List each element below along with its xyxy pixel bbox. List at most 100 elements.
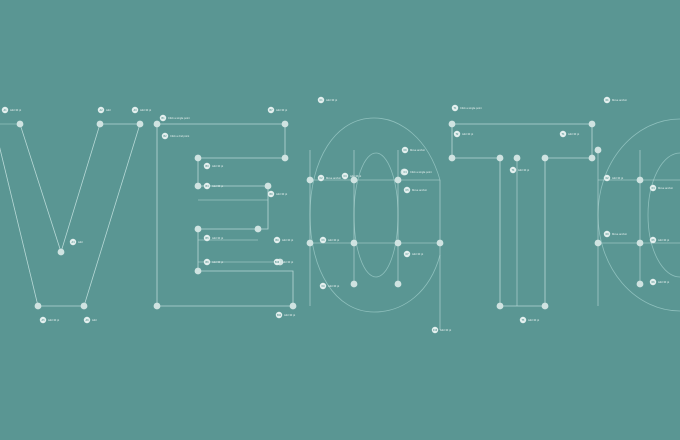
annotation-badge xyxy=(431,326,439,334)
annotation-text: Move anchor xyxy=(326,176,341,180)
anchor-node[interactable] xyxy=(281,120,289,128)
annotation-badge xyxy=(1,106,9,114)
annotation-badge xyxy=(519,316,527,324)
anchor-node[interactable] xyxy=(513,154,521,162)
annotation-text: Add 30 pt xyxy=(212,236,223,240)
anchor-node[interactable] xyxy=(80,302,88,310)
anchor-node[interactable] xyxy=(588,120,596,128)
anchor-node[interactable] xyxy=(153,120,161,128)
anchor-node[interactable] xyxy=(588,154,596,162)
anchor-node[interactable] xyxy=(594,239,602,247)
anchor-node[interactable] xyxy=(96,120,104,128)
anchor-node[interactable] xyxy=(16,120,24,128)
annotation-badge xyxy=(649,236,657,244)
letter-t-outline xyxy=(451,123,593,307)
letter-e-outline xyxy=(156,123,294,307)
annotation-badge-label: B3 xyxy=(206,166,210,168)
anchor-node[interactable] xyxy=(541,154,549,162)
annotation-text: Click a single point xyxy=(460,106,482,110)
annotation-badge-label: B6 xyxy=(206,262,210,264)
annotation-badge xyxy=(267,190,275,198)
anchor-node[interactable] xyxy=(254,225,262,233)
annotation-badge xyxy=(39,316,47,324)
annotation-text: Add 30 pt xyxy=(528,318,539,322)
annotation-badge xyxy=(203,162,211,170)
annotation-badge-label: C10 xyxy=(433,330,438,332)
anchor-node[interactable] xyxy=(394,176,402,184)
anchor-node[interactable] xyxy=(636,239,644,247)
annotation-badge-label: T4 xyxy=(562,133,565,136)
annotation-text: Add 30 pt xyxy=(282,238,293,242)
annotation-badge-label: C8 xyxy=(404,150,408,152)
annotation-text: Click a 2nd point xyxy=(170,134,189,138)
annotation-badge-label: B10 xyxy=(275,262,280,264)
annotation-badge xyxy=(159,114,167,122)
annotation-badge-label: B9 xyxy=(276,240,280,242)
anchor-node[interactable] xyxy=(264,182,272,190)
annotation-text: Add 30 pt xyxy=(10,108,21,112)
annotation-badge xyxy=(203,182,211,190)
anchor-node[interactable] xyxy=(289,302,297,310)
annotation-badge xyxy=(341,172,349,180)
annotation-badge xyxy=(83,316,91,324)
anchor-node[interactable] xyxy=(594,146,602,154)
anchor-node[interactable] xyxy=(194,225,202,233)
anchor-node[interactable] xyxy=(57,248,65,256)
anchor-node[interactable] xyxy=(436,239,444,247)
anchor-node[interactable] xyxy=(34,302,42,310)
anchor-node[interactable] xyxy=(350,176,358,184)
anchor-node[interactable] xyxy=(636,280,644,288)
annotation-text: Add 30 pt xyxy=(140,108,151,112)
anchor-node[interactable] xyxy=(306,239,314,247)
annotation-badge-label: A2 xyxy=(100,109,104,112)
anchor-node[interactable] xyxy=(350,239,358,247)
annotation-badge xyxy=(273,258,281,266)
annotation-text: Add 30 pt xyxy=(212,260,223,264)
annotation-text: Add 30 pt xyxy=(518,168,529,172)
annotation-badge-label: T5 xyxy=(522,320,525,322)
anchor-node[interactable] xyxy=(350,280,358,288)
annotation-badge xyxy=(319,236,327,244)
anchor-node[interactable] xyxy=(136,120,144,128)
anchor-node[interactable] xyxy=(281,154,289,162)
anchor-node[interactable] xyxy=(153,302,161,310)
anchor-node[interactable] xyxy=(448,120,456,128)
anchor-node[interactable] xyxy=(541,302,549,310)
anchor-node[interactable] xyxy=(194,267,202,275)
annotation-text: Move anchor xyxy=(612,98,627,102)
anchor-node[interactable] xyxy=(394,280,402,288)
anchor-node[interactable] xyxy=(194,182,202,190)
annotation-badge-label: C1 xyxy=(320,100,324,102)
anchor-node[interactable] xyxy=(394,239,402,247)
annotation-badge xyxy=(451,104,459,112)
annotation-badge xyxy=(317,174,325,182)
annotation-badge xyxy=(403,186,411,194)
anchor-node[interactable] xyxy=(448,154,456,162)
annotation-badge-label: O6 xyxy=(651,282,655,284)
anchor-node[interactable] xyxy=(306,176,314,184)
letter-c-outline xyxy=(309,117,441,313)
annotation-badge-label: A3 xyxy=(134,109,138,112)
anchor-node[interactable] xyxy=(194,154,202,162)
letter-o-counter xyxy=(647,152,680,278)
annotation-badge xyxy=(509,166,517,174)
annotation-text: Add xyxy=(106,108,111,112)
letter-c-counter xyxy=(353,152,399,278)
anchor-node[interactable] xyxy=(636,176,644,184)
anchor-node[interactable] xyxy=(496,154,504,162)
annotation-text: Add 30 pt xyxy=(612,176,623,180)
anchor-node[interactable] xyxy=(496,302,504,310)
letter-v-outline xyxy=(0,123,141,307)
